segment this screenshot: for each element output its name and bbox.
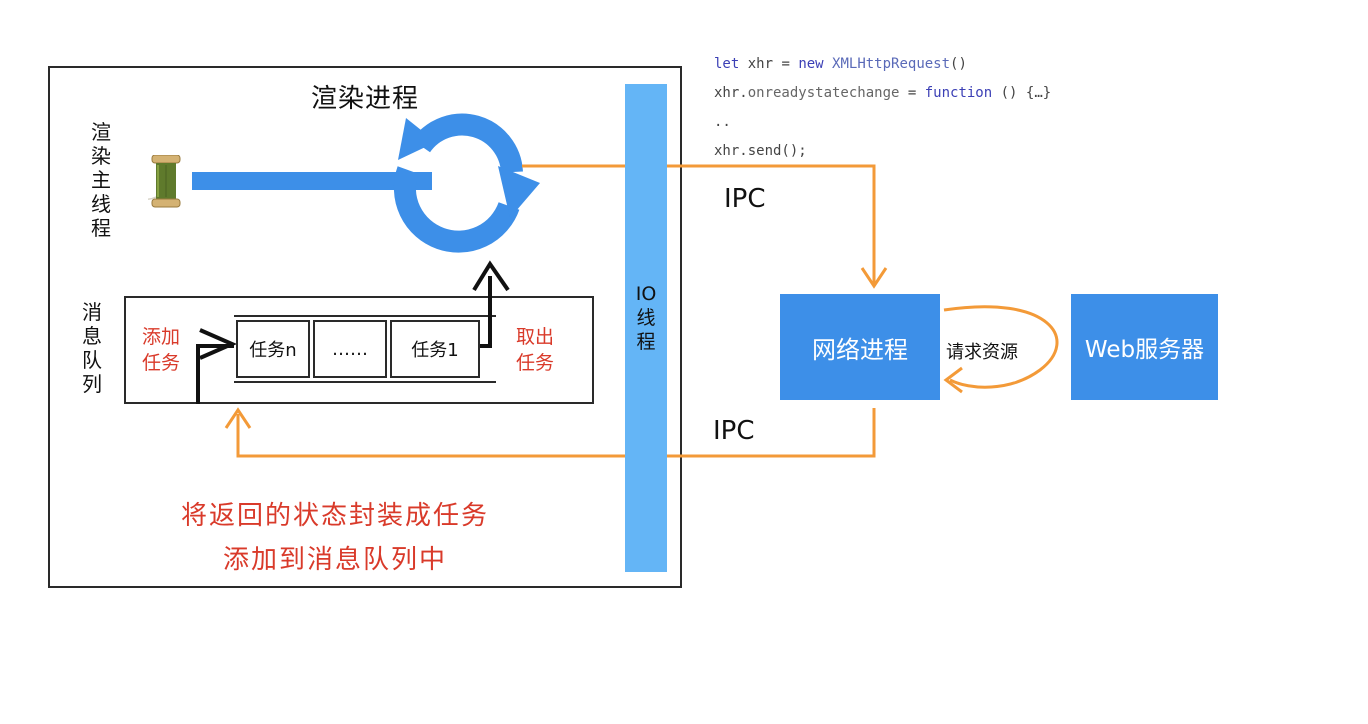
io-label-part: IO: [635, 283, 657, 305]
message-queue-label: 消 息 队 列: [80, 300, 104, 396]
code-class: XMLHttpRequest: [823, 56, 951, 72]
loop-arrowhead-left: [398, 118, 436, 160]
main-thread-char: 程: [91, 216, 111, 240]
code-keyword: new: [798, 56, 824, 72]
io-label-part: 线: [636, 307, 656, 329]
take-task-arrowhead: [472, 260, 510, 292]
code-line-2: xhr.onreadystatechange = function () {…}: [714, 79, 1051, 108]
code-text: (): [950, 56, 967, 72]
message-queue-box: [124, 296, 594, 404]
code-text: =: [899, 85, 925, 101]
add-task-arrow: [196, 344, 234, 404]
caption: 将返回的状态封装成任务 添加到消息队列中: [120, 494, 550, 582]
code-keyword: function: [924, 85, 993, 101]
add-task-line: 添加: [142, 326, 181, 348]
web-server-box: Web服务器: [1071, 294, 1218, 400]
add-task-label: 添加 任务: [142, 324, 194, 376]
request-resource-line: [943, 305, 1059, 389]
caption-line-1: 将返回的状态封装成任务: [180, 501, 489, 531]
loop-arrowhead-right: [498, 166, 540, 218]
task-cell-ellipsis: ……: [313, 320, 387, 378]
main-thread-char: 染: [91, 144, 111, 168]
ipc-label-bottom: IPC: [713, 416, 755, 446]
io-label-part: 程: [636, 331, 656, 353]
main-thread-bar: [192, 172, 432, 190]
main-thread-char: 渲: [91, 120, 111, 144]
thread-spool-icon: [148, 155, 181, 208]
caption-line-2: 添加到消息队列中: [222, 545, 447, 575]
code-text: xhr.: [714, 85, 748, 101]
ipc-response-arrowhead: [224, 407, 252, 429]
queue-label-char: 列: [82, 372, 102, 396]
queue-label-char: 消: [82, 300, 102, 324]
request-resource-arrowhead: [943, 366, 963, 394]
io-thread-label: IO 线 程: [633, 282, 659, 354]
ipc-response-line: [236, 408, 876, 458]
code-keyword: let: [714, 56, 740, 72]
main-thread-label: 渲 染 主 线 程: [89, 120, 113, 240]
main-thread-char: 线: [91, 192, 111, 216]
queue-label-char: 息: [82, 324, 102, 348]
request-resource-label: 请求资源: [946, 342, 1018, 363]
take-task-line: 取出: [516, 326, 555, 348]
code-line-1: let xhr = new XMLHttpRequest(): [714, 50, 1051, 79]
ipc-request-line: [522, 164, 876, 284]
code-snippet: let xhr = new XMLHttpRequest() xhr.onrea…: [714, 50, 1051, 166]
network-process-box: 网络进程: [780, 294, 940, 400]
add-task-line: 任务: [142, 352, 181, 374]
code-line-4: xhr.send();: [714, 143, 807, 159]
io-thread-bar: [625, 84, 667, 572]
take-task-arrow: [480, 276, 492, 348]
ipc-label-top: IPC: [724, 184, 766, 214]
queue-label-char: 队: [82, 348, 102, 372]
render-process-title: 渲染进程: [310, 84, 419, 114]
task-cell-n: 任务n: [236, 320, 310, 378]
add-task-arrowhead: [199, 328, 237, 360]
code-text: xhr =: [739, 56, 799, 72]
task-cell-1: 任务1: [390, 320, 480, 378]
main-thread-char: 主: [91, 168, 111, 192]
code-line-3: ..: [714, 114, 731, 130]
render-process-box: [48, 66, 682, 588]
ipc-request-arrowhead: [860, 267, 888, 289]
code-property: onreadystatechange: [747, 85, 900, 101]
code-text: () {…}: [992, 85, 1052, 101]
take-task-line: 任务: [516, 352, 555, 374]
take-task-label: 取出 任务: [516, 324, 568, 376]
event-loop-icon: [393, 113, 523, 253]
